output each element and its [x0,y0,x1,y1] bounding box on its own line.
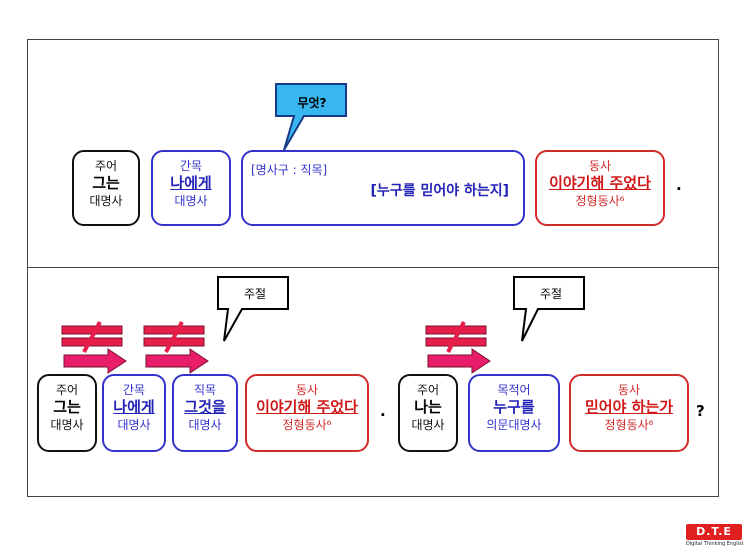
noun-phrase-tag: [명사구 : 직목] [251,163,328,177]
bottom-question-object-box: 목적어 누구를 의문대명사 [468,374,560,452]
not-equal-icon-2 [143,321,205,353]
top-period: . [676,176,682,194]
role-label: 직목 [193,383,217,397]
bottom-indirect-object-box: 간목 나에게 대명사 [102,374,166,452]
not-equal-icon-3 [425,321,487,353]
word-label: 나에게 [113,398,155,416]
top-verb-box: 동사 이야기해 주었다 정형동사⁶ [535,150,665,226]
kind-label: 대명사 [50,418,84,432]
word-label: 믿어야 하는가 [584,398,674,416]
word-label: 나는 [414,398,442,416]
callout-main-clause-right-label: 주절 [539,287,563,301]
role-label: 주어 [416,383,440,397]
kind-label: 대명사 [89,194,123,208]
dte-logo-mark: D.T.E [686,524,742,540]
role-label: 주어 [94,159,118,173]
role-label: 목적어 [497,383,531,397]
word-label: 이야기해 주었다 [549,174,651,192]
word-label: 나에게 [170,174,212,192]
dte-logo: D.T.E Digital Thinking English [686,524,743,548]
role-label: 동사 [295,383,319,397]
role-label: 간목 [179,159,203,173]
word-label: 그는 [92,174,120,192]
kind-label: 정형동사⁶ [282,418,332,432]
kind-label: 대명사 [411,418,445,432]
role-label: 간목 [122,383,146,397]
dte-logo-caption: Digital Thinking English [686,541,743,547]
kind-label: 대명사 [188,418,222,432]
callout-what-label: 무엇? [297,96,327,110]
top-noun-phrase-box: [명사구 : 직목] [누구를 믿어야 하는지] [241,150,525,226]
callout-main-clause-left [217,276,289,342]
word-label: 이야기해 주었다 [256,398,358,416]
top-subject-box: 주어 그는 대명사 [72,150,140,226]
not-equal-icon-1 [61,321,123,353]
right-arrow-icon-1 [63,348,127,374]
bottom-question-subject-box: 주어 나는 대명사 [398,374,458,452]
kind-label: 대명사 [117,418,151,432]
role-label: 동사 [588,159,612,173]
kind-label: 대명사 [174,194,208,208]
bottom-verb-box: 동사 이야기해 주었다 정형동사⁶ [245,374,369,452]
kind-label: 정형동사⁶ [575,194,625,208]
noun-phrase-word: [누구를 믿어야 하는지] [370,183,509,199]
kind-label: 정형동사⁶ [604,418,654,432]
word-label: 누구를 [493,398,535,416]
top-indirect-object-box: 간목 나에게 대명사 [151,150,231,226]
word-label: 그것을 [184,398,226,416]
bottom-question-mark: ? [696,402,705,420]
word-label: 그는 [53,398,81,416]
callout-main-clause-left-label: 주절 [243,287,267,301]
right-arrow-icon-2 [145,348,209,374]
kind-label: 의문대명사 [486,418,542,432]
bottom-period: . [380,402,386,420]
bottom-subject-box: 주어 그는 대명사 [37,374,97,452]
bottom-question-verb-box: 동사 믿어야 하는가 정형동사⁶ [569,374,689,452]
role-label: 주어 [55,383,79,397]
right-arrow-icon-3 [427,348,491,374]
callout-main-clause-right [513,276,585,342]
role-label: 동사 [617,383,641,397]
callout-what [275,83,347,151]
bottom-direct-object-box: 직목 그것을 대명사 [172,374,238,452]
